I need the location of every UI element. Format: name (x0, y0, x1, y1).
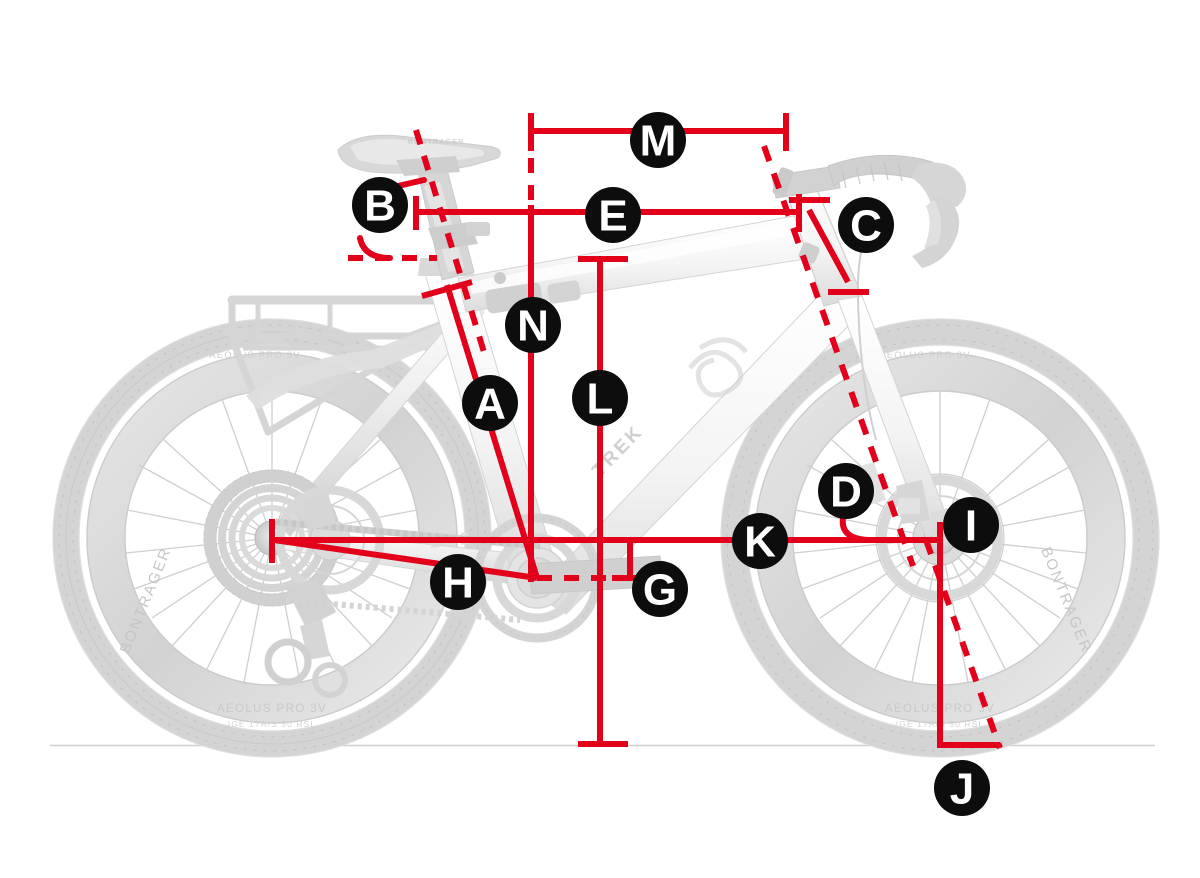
callout-letter: J (950, 765, 974, 814)
callout-letter: D (830, 468, 862, 517)
callout-letter: I (965, 502, 977, 551)
callout-circle[interactable] (585, 187, 641, 243)
callout-circle[interactable] (818, 463, 874, 519)
callout-l-standover-height[interactable]: L (572, 370, 628, 426)
callout-letter: H (442, 559, 474, 608)
rear-brake-caliper (302, 492, 336, 530)
callout-letter: B (364, 182, 396, 231)
svg-text:AEOLUS PRO 3V: AEOLUS PRO 3V (879, 350, 971, 361)
callout-circle[interactable] (572, 370, 628, 426)
callout-circle[interactable] (838, 197, 894, 253)
measurement-L-standover (578, 256, 628, 747)
A-top-tick (421, 279, 473, 299)
callout-circle[interactable] (943, 497, 999, 553)
callout-c-head-tube-length[interactable]: C (838, 197, 894, 253)
callout-letter: N (517, 302, 549, 351)
seat-tube-axis-dashed (413, 129, 490, 363)
callout-n-frame-stack[interactable]: N (505, 297, 561, 353)
callout-letter: M (640, 117, 677, 166)
svg-text:BONTRAGER: BONTRAGER (408, 137, 465, 146)
callout-circle[interactable] (630, 112, 686, 168)
callout-letter: E (598, 192, 627, 241)
callout-h-chainstay-length[interactable]: H (430, 554, 486, 610)
callout-circle[interactable] (430, 554, 486, 610)
callout-letter: G (643, 566, 677, 615)
head-badge (688, 337, 748, 398)
callout-g-bottom-bracket-drop[interactable]: G (632, 561, 688, 617)
measurement-C-head-tube-length (789, 197, 869, 295)
callout-letter: K (744, 518, 776, 567)
svg-text:AEOLUS PRO 3V: AEOLUS PRO 3V (209, 350, 301, 361)
callout-label-layer: A B C D E G H I J K L M N (352, 112, 999, 816)
callout-e-effective-top-tube[interactable]: E (585, 187, 641, 243)
callout-circle[interactable] (462, 375, 518, 431)
callout-k-wheelbase[interactable]: K (732, 513, 788, 569)
callout-circle[interactable] (505, 297, 561, 353)
callout-circle[interactable] (732, 513, 788, 569)
rear-fender (246, 312, 478, 410)
callout-letter: A (474, 380, 506, 429)
measurement-H-chainstay (273, 537, 538, 581)
callout-m-frame-reach[interactable]: M (630, 112, 686, 168)
callout-letter: C (850, 202, 882, 251)
measurement-K-wheelbase (269, 519, 940, 563)
callout-circle[interactable] (352, 177, 408, 233)
callout-i-wheelbase-front-center[interactable]: I (943, 497, 999, 553)
callout-b-seat-tube-angle[interactable]: B (352, 177, 408, 233)
callout-letter: L (587, 375, 614, 424)
front-brake-caliper (896, 480, 930, 524)
svg-text:AEOLUS PRO 3V: AEOLUS PRO 3V (217, 703, 327, 715)
callout-j-fork-rake-offset[interactable]: J (934, 760, 990, 816)
measurement-D-head-tube-angle (839, 515, 875, 543)
svg-text:IGE 17A/S 50 RSL: IGE 17A/S 50 RSL (228, 719, 316, 729)
callout-circle[interactable] (934, 760, 990, 816)
measurement-A-seat-tube-length (421, 279, 540, 579)
callout-d-head-tube-angle[interactable]: D (818, 463, 874, 519)
measurement-B-seat-tube-angle (357, 177, 427, 261)
callout-a-seat-tube-length[interactable]: A (462, 375, 518, 431)
handlebar-cockpit (771, 154, 967, 441)
B-upper-leg (395, 177, 427, 189)
seatpost-and-saddle: BONTRAGER (337, 134, 501, 281)
callout-circle[interactable] (632, 561, 688, 617)
